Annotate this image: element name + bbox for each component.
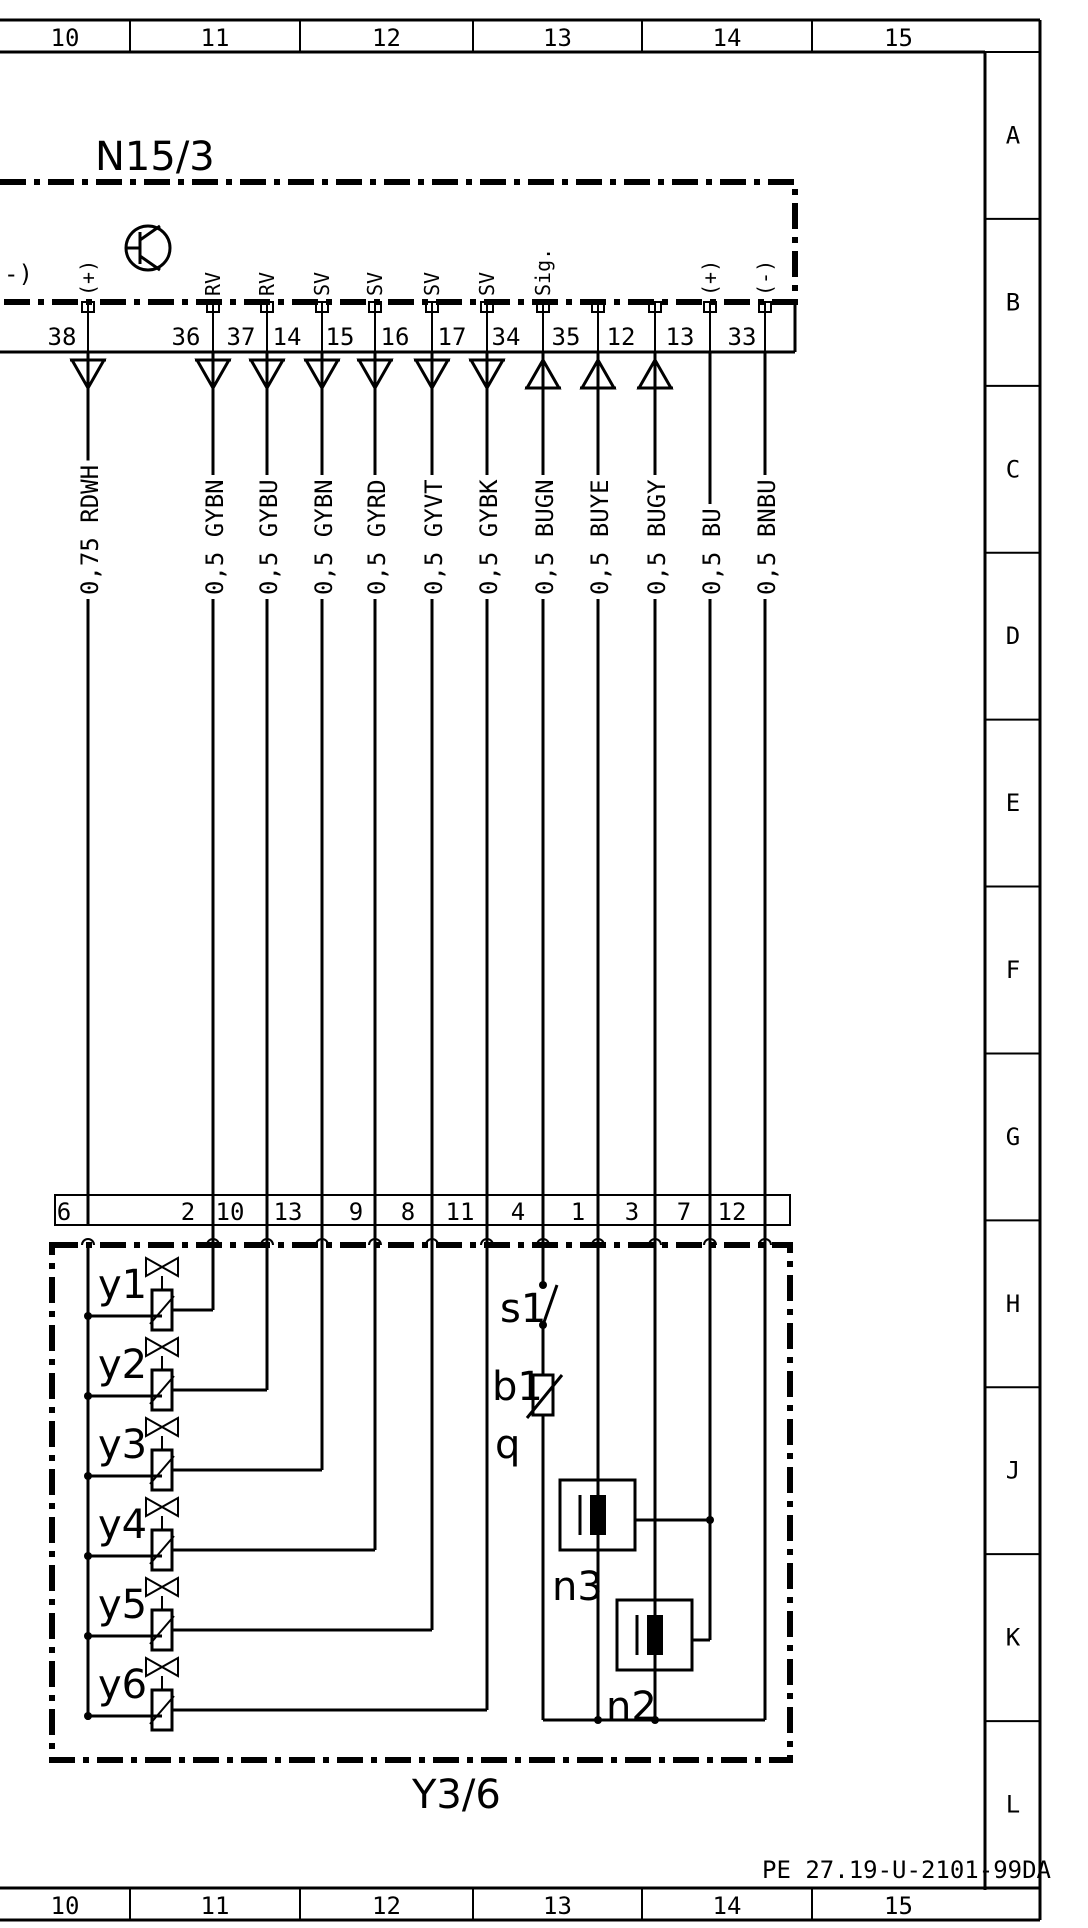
pin-label: SV <box>475 272 499 296</box>
bottom-pin-13: 13 <box>274 1198 303 1226</box>
wire-label-BU: 0,5 BU <box>698 508 726 595</box>
top-pin-33: 33 <box>728 323 757 351</box>
grid-row-L: L <box>1006 1791 1020 1819</box>
top-pin-15: 15 <box>326 323 355 351</box>
grid-row-J: J <box>1006 1457 1020 1485</box>
valve-y5-icon: y5 <box>84 1225 434 1652</box>
top-pin-13: 13 <box>666 323 695 351</box>
document-code: PE 27.19-U-2101-99DA <box>762 1856 1052 1884</box>
wire-label-BUGY: 0,5 BUGY <box>643 479 671 595</box>
svg-text:b1: b1 <box>492 1364 543 1410</box>
pin-label: SV <box>310 272 334 296</box>
pin-label: Sig. <box>531 248 555 296</box>
bottom-pin-11: 11 <box>446 1198 475 1226</box>
wire-label-GYRD: 0,5 GYRD <box>363 479 391 595</box>
bottom-pin-8: 8 <box>401 1198 415 1226</box>
grid-col-bottom-11: 11 <box>201 1892 230 1920</box>
wire-label-BNBU: 0,5 BNBU <box>753 479 781 595</box>
grid-col-bottom-14: 14 <box>713 1892 742 1920</box>
pin-label: RV <box>255 272 279 296</box>
component-n3-icon: n3 <box>552 1225 714 1720</box>
grid-row-H: H <box>1006 1290 1020 1318</box>
valve-y3-icon: y3 <box>84 1225 324 1492</box>
grid-col-bottom-15: 15 <box>884 1892 913 1920</box>
grid-col-top-14: 14 <box>713 24 742 52</box>
bottom-pin-1: 1 <box>571 1198 585 1226</box>
svg-text:y2: y2 <box>98 1342 147 1388</box>
bottom-pin-6: 6 <box>57 1198 71 1226</box>
grid-row-E: E <box>1006 789 1020 817</box>
pin-label: (+) <box>698 260 722 296</box>
bottom-pin-2: 2 <box>181 1198 195 1226</box>
switch-s1-icon: s1 <box>500 1225 559 1375</box>
grid-col-top-15: 15 <box>884 24 913 52</box>
grid-row-C: C <box>1006 455 1020 483</box>
grid-row-D: D <box>1006 622 1020 650</box>
valve-y6-icon: y6 <box>84 1225 489 1732</box>
component-n2-icon: n2 <box>606 1225 712 1730</box>
svg-text:s1: s1 <box>500 1286 546 1332</box>
valve-y1-icon: y1 <box>84 1225 215 1332</box>
pin-label: SV <box>363 272 387 296</box>
bottom-pin-10: 10 <box>216 1198 245 1226</box>
bottom-pin-3: 3 <box>625 1198 639 1226</box>
grid-row-F: F <box>1006 956 1020 984</box>
transistor-icon <box>124 224 172 272</box>
module-label-n15: N15/3 <box>95 134 215 180</box>
wire-label-GYBN: 0,5 GYBN <box>310 479 338 595</box>
top-pin-35: 35 <box>552 323 581 351</box>
grid-row-G: G <box>1006 1123 1020 1151</box>
wire-label-BUYE: 0,5 BUYE <box>586 479 614 595</box>
top-pin-16: 16 <box>381 323 410 351</box>
pin-label: (-) <box>753 260 777 296</box>
svg-text:y5: y5 <box>98 1582 147 1628</box>
grid-col-bottom-12: 12 <box>372 1892 401 1920</box>
top-pin-37: 37 <box>227 323 256 351</box>
top-pin-12: 12 <box>607 323 636 351</box>
wire-label-BUGN: 0,5 BUGN <box>531 479 559 595</box>
grid-row-B: B <box>1006 288 1020 316</box>
grid-col-top-10: 10 <box>51 24 80 52</box>
grid-col-bottom-10: 10 <box>51 1892 80 1920</box>
svg-text:y1: y1 <box>98 1262 147 1308</box>
wire-label-GYBK: 0,5 GYBK <box>475 479 503 595</box>
svg-text:q: q <box>495 1422 520 1468</box>
left-partial-mark: -) <box>4 260 33 288</box>
sensor-b1-icon: b1 q <box>492 1364 564 1720</box>
svg-text:y6: y6 <box>98 1662 147 1708</box>
top-pin-17: 17 <box>438 323 467 351</box>
svg-text:y3: y3 <box>98 1422 147 1468</box>
wire-label-GYVT: 0,5 GYVT <box>420 479 448 595</box>
top-pin-36: 36 <box>172 323 201 351</box>
bottom-pin-9: 9 <box>349 1198 363 1226</box>
grid-row-K: K <box>1006 1624 1021 1652</box>
top-pin-14: 14 <box>273 323 302 351</box>
bottom-pin-7: 7 <box>677 1198 691 1226</box>
pin-label: (+) <box>76 260 100 296</box>
bottom-pin-4: 4 <box>511 1198 525 1226</box>
grid-col-bottom-13: 13 <box>543 1892 572 1920</box>
pin-label: RV <box>201 272 225 296</box>
top-pin-38: 38 <box>48 323 77 351</box>
grid-col-top-11: 11 <box>201 24 230 52</box>
grid-col-top-13: 13 <box>543 24 572 52</box>
wire-label-GYBN: 0,5 GYBN <box>201 479 229 595</box>
wire-label-GYBU: 0,5 GYBU <box>255 479 283 595</box>
svg-text:y4: y4 <box>98 1502 147 1548</box>
grid-row-A: A <box>1006 121 1021 149</box>
valve-y4-icon: y4 <box>84 1225 377 1572</box>
svg-text:n2: n2 <box>606 1684 657 1730</box>
bottom-pin-12: 12 <box>718 1198 747 1226</box>
svg-text:n3: n3 <box>552 1564 603 1610</box>
module-label-y36: Y3/6 <box>411 1772 501 1818</box>
wire-label-RDWH: 0,75 RDWH <box>76 465 104 595</box>
top-pin-34: 34 <box>492 323 521 351</box>
valve-y2-icon: y2 <box>84 1225 269 1412</box>
pin-label: SV <box>420 272 444 296</box>
grid-col-top-12: 12 <box>372 24 401 52</box>
